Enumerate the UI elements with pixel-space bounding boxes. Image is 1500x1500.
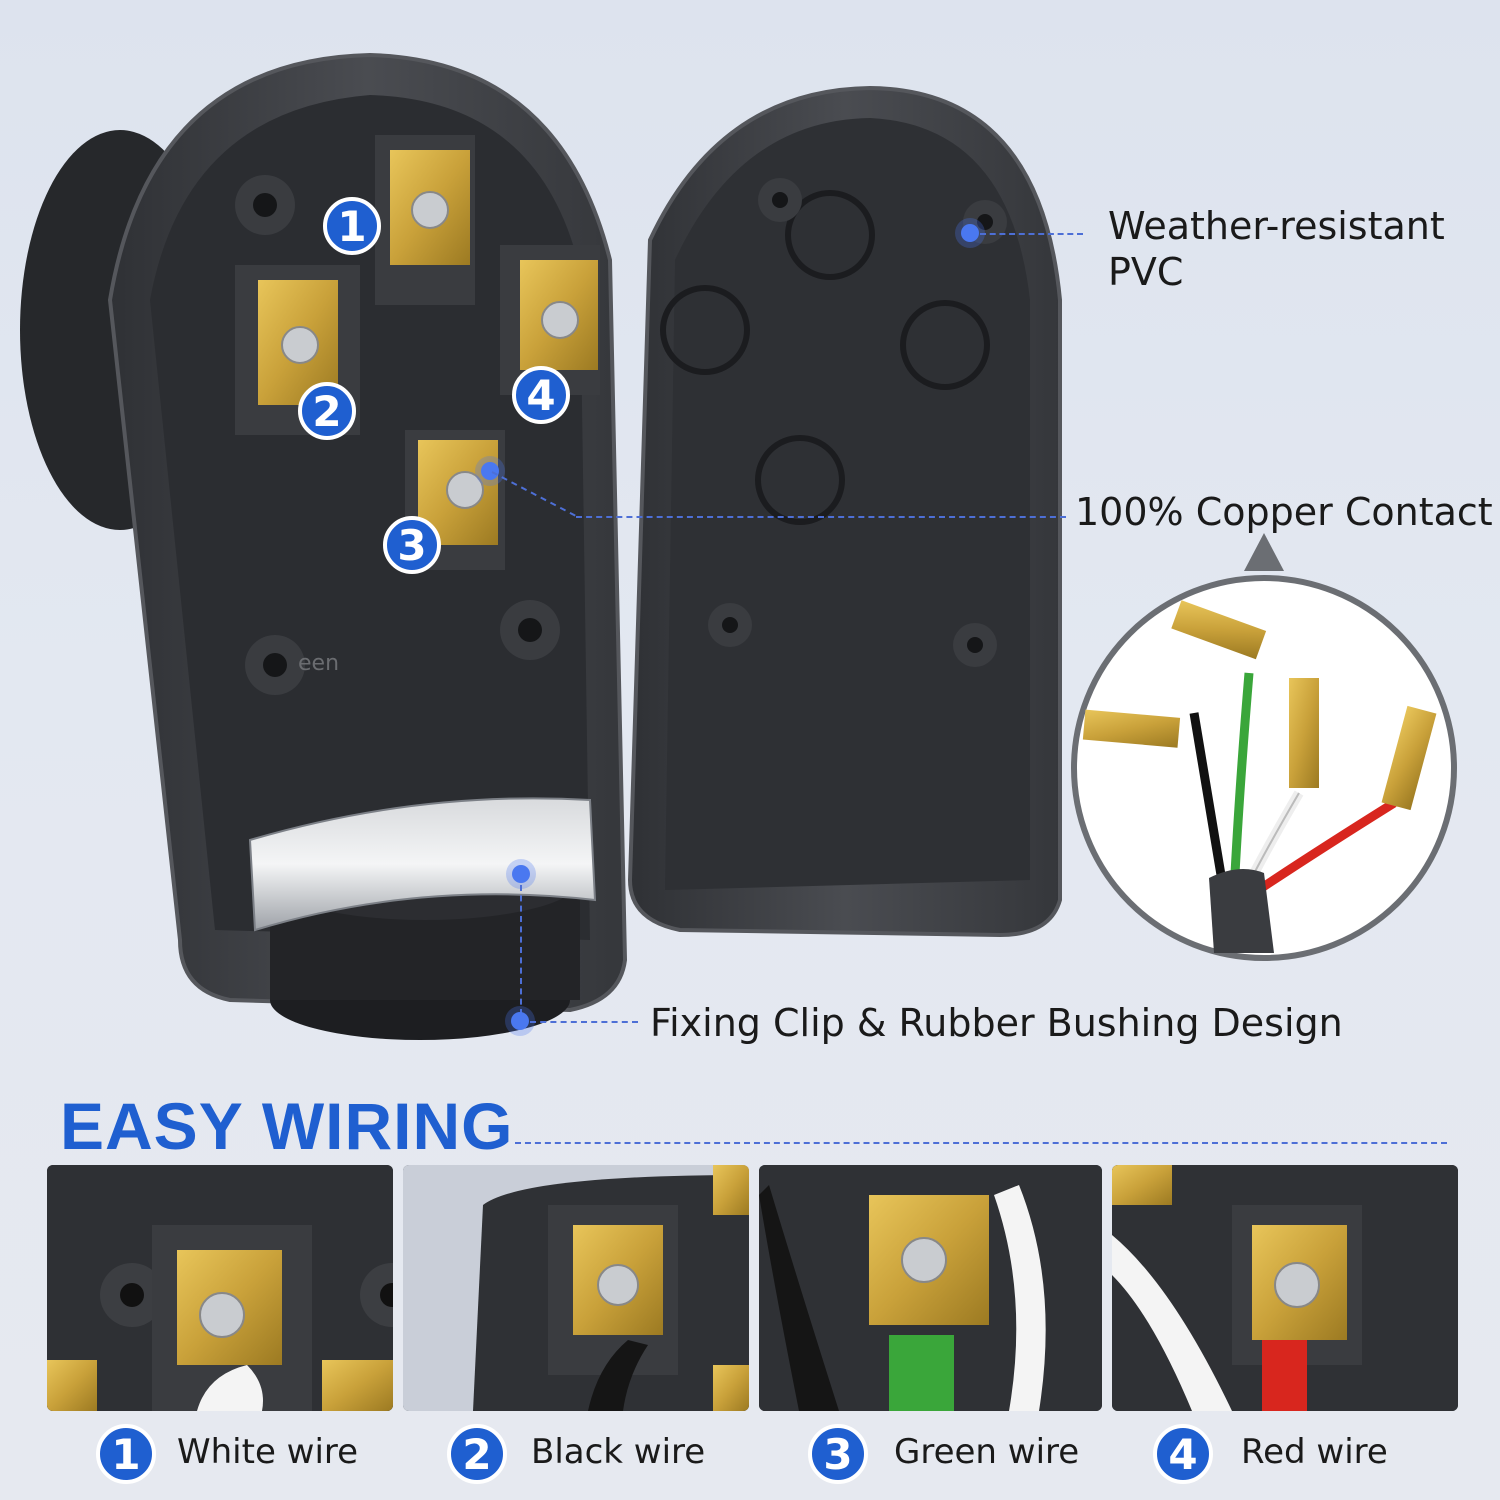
clip-callout: Fixing Clip & Rubber Bushing Design xyxy=(650,1001,1343,1045)
black-wire-terminal xyxy=(403,1165,749,1411)
plug-housing-illustration: een xyxy=(20,52,1062,1040)
pvc-leader xyxy=(980,233,1083,235)
easy-wiring-divider xyxy=(515,1142,1447,1144)
wiring-step-2-photo xyxy=(403,1165,749,1411)
pvc-callout: Weather-resistant PVC xyxy=(1108,203,1445,295)
wiring-step-3-photo xyxy=(759,1165,1102,1411)
step-3-label: Green wire xyxy=(894,1432,1080,1472)
white-wire-terminal xyxy=(47,1165,393,1411)
pvc-callout-line2: PVC xyxy=(1108,250,1184,294)
clip-leader-vertical xyxy=(520,885,522,1015)
wiring-step-1-photo xyxy=(47,1165,393,1411)
copper-callout: 100% Copper Contact xyxy=(1075,490,1493,534)
step-4-label: Red wire xyxy=(1241,1432,1388,1472)
terminal-badge-3: 3 xyxy=(383,516,441,574)
step-4-badge: 4 xyxy=(1153,1424,1213,1484)
step-1-badge: 1 xyxy=(96,1424,156,1484)
embossed-text: een xyxy=(298,651,339,676)
terminal-badge-1: 1 xyxy=(323,197,381,255)
step-2-badge: 2 xyxy=(447,1424,507,1484)
clip-bottom-marker xyxy=(511,1012,529,1030)
terminal-badge-4: 4 xyxy=(512,366,570,424)
copper-contact-detail xyxy=(1071,533,1457,961)
pvc-marker xyxy=(961,224,979,242)
step-2-label: Black wire xyxy=(531,1432,706,1472)
wiring-step-4-photo xyxy=(1112,1165,1458,1411)
copper-leader xyxy=(576,516,1066,518)
terminal-badge-2: 2 xyxy=(298,382,356,440)
clip-marker xyxy=(512,865,530,883)
copper-marker xyxy=(481,462,499,480)
clip-leader xyxy=(530,1021,638,1023)
step-3-badge: 3 xyxy=(808,1424,868,1484)
copper-leader-diagonal xyxy=(491,471,577,517)
green-wire-terminal xyxy=(759,1165,1102,1411)
easy-wiring-title: EASY WIRING xyxy=(60,1089,514,1163)
step-1-label: White wire xyxy=(177,1432,359,1472)
red-wire-terminal xyxy=(1112,1165,1458,1411)
pvc-callout-line1: Weather-resistant xyxy=(1108,204,1445,248)
